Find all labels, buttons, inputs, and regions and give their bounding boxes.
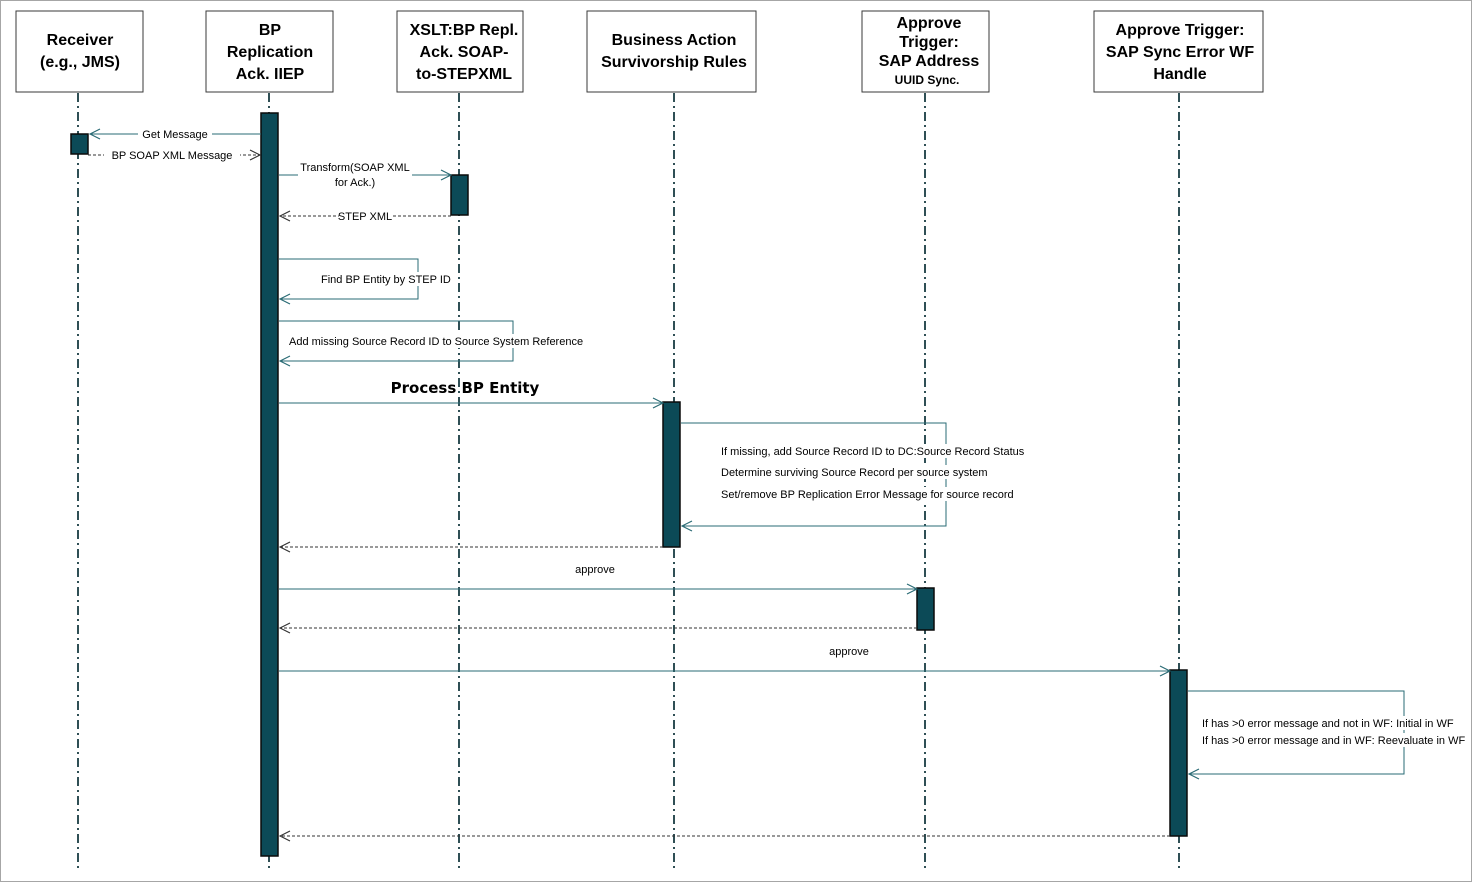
participant-xslt: XSLT:BP Repl. Ack. SOAP- to-STEPXML	[396, 10, 524, 93]
participant-approve-address-line-2: Trigger:	[899, 34, 959, 51]
message-error-wf-self: If has >0 error message and not in WF: I…	[1188, 690, 1465, 774]
participant-iiep: BP Replication Ack. IIEP	[205, 10, 334, 93]
message-approve-2: approve	[279, 646, 1170, 671]
participant-iiep-line-1: BP	[259, 22, 282, 39]
message-approve-1: approve	[279, 564, 917, 589]
message-get-message-label: Get Message	[142, 129, 207, 141]
message-transform-label-line-2: for Ack.)	[335, 177, 375, 189]
participant-xslt-line-2: Ack. SOAP-	[420, 44, 509, 61]
activation-approve-error	[1169, 669, 1188, 837]
message-soap-xml-label: BP SOAP XML Message	[112, 150, 233, 162]
message-get-message: Get Message	[90, 127, 261, 141]
message-find-entity-label: Find BP Entity by STEP ID	[321, 274, 451, 286]
participant-receiver-line-2: (e.g., JMS)	[40, 54, 120, 71]
activation-approve-address	[916, 587, 935, 631]
message-approve-2-label: approve	[829, 646, 869, 658]
participant-approve-address-subtitle: UUID Sync.	[895, 73, 960, 87]
participant-approve-error: Approve Trigger: SAP Sync Error WF Handl…	[1093, 10, 1264, 93]
message-transform-label-line-1: Transform(SOAP XML	[300, 162, 409, 174]
message-survivorship-self: If missing, add Source Record ID to DC:S…	[681, 422, 1025, 526]
participant-iiep-line-2: Replication	[227, 44, 313, 61]
participant-approve-error-line-3: Handle	[1153, 66, 1206, 83]
message-error-wf-line-2: If has >0 error message and in WF: Reeva…	[1202, 735, 1465, 747]
message-add-missing-label: Add missing Source Record ID to Source S…	[289, 336, 583, 348]
message-find-entity: Find BP Entity by STEP ID	[279, 258, 451, 299]
message-error-wf-line-1: If has >0 error message and not in WF: I…	[1202, 718, 1454, 730]
message-add-missing: Add missing Source Record ID to Source S…	[279, 320, 583, 361]
participant-business-action: Business Action Survivorship Rules	[586, 10, 757, 93]
message-survivorship-line-2: Determine surviving Source Record per so…	[721, 467, 988, 479]
participant-xslt-line-1: XSLT:BP Repl.	[410, 22, 519, 39]
activation-business-action	[662, 401, 681, 548]
message-step-xml: STEP XML	[280, 209, 451, 223]
message-process-entity-label: Process BP Entity	[391, 379, 540, 397]
message-survivorship-line-3: Set/remove BP Replication Error Message …	[721, 489, 1014, 501]
activation-xslt	[450, 174, 469, 216]
message-transform: Transform(SOAP XML for Ack.)	[279, 160, 451, 190]
participant-approve-error-line-2: SAP Sync Error WF	[1106, 44, 1254, 61]
participant-business-action-line-1: Business Action	[612, 32, 737, 49]
message-approve-1-label: approve	[575, 564, 615, 576]
participant-approve-address: Approve Trigger: SAP Address UUID Sync.	[861, 10, 990, 93]
message-soap-xml: BP SOAP XML Message	[88, 148, 260, 162]
activation-iiep	[260, 112, 279, 857]
participant-receiver: Receiver (e.g., JMS)	[15, 10, 144, 93]
activation-receiver	[70, 133, 89, 155]
participant-iiep-line-3: Ack. IIEP	[236, 66, 305, 83]
participant-business-action-line-2: Survivorship Rules	[601, 54, 747, 71]
participant-approve-error-line-1: Approve Trigger:	[1116, 22, 1245, 39]
participant-receiver-line-1: Receiver	[47, 32, 114, 49]
message-survivorship-line-1: If missing, add Source Record ID to DC:S…	[721, 446, 1025, 458]
message-step-xml-label: STEP XML	[338, 211, 392, 223]
message-process-entity: Process BP Entity	[279, 379, 663, 403]
participant-approve-address-line-3: SAP Address	[879, 53, 980, 70]
participant-approve-address-line-1: Approve	[897, 15, 962, 32]
participant-xslt-line-3: to-STEPXML	[416, 66, 512, 83]
